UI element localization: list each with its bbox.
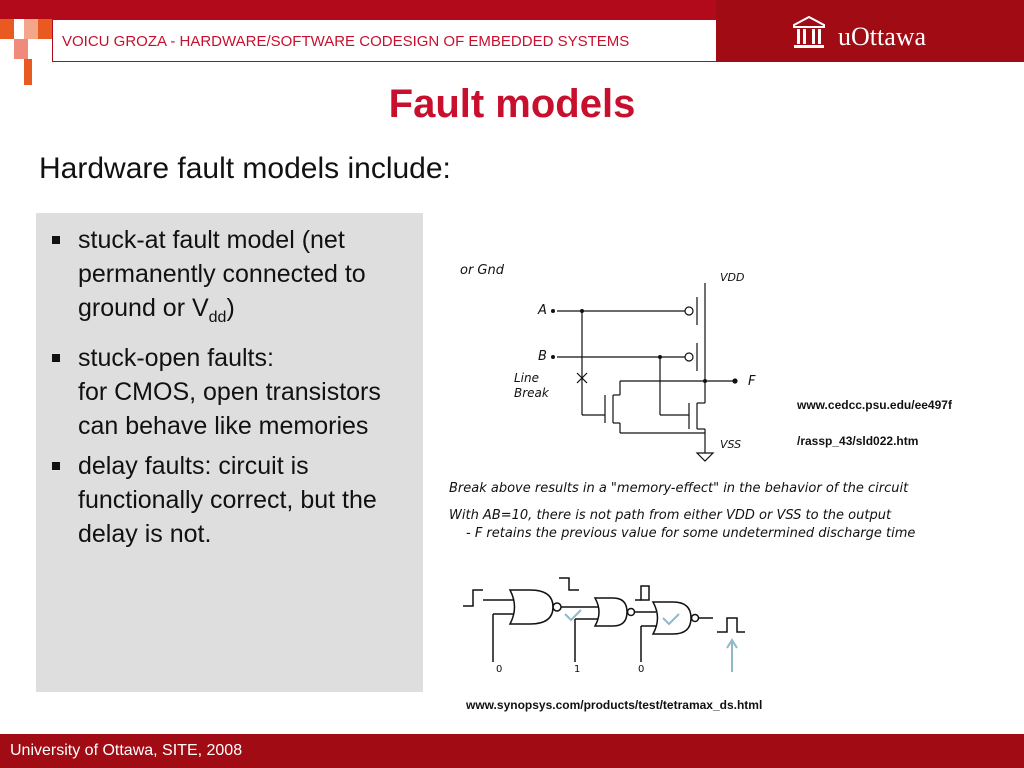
bullet-item: stuck-at fault model (net permanently co… xyxy=(48,223,418,335)
bullet-subscript: dd xyxy=(208,309,227,326)
bullet-item: delay faults: circuit is functionally co… xyxy=(48,449,418,551)
university-building-icon xyxy=(793,15,825,48)
gate-input-value: 0 xyxy=(638,664,645,675)
source-url: www.synopsys.com/products/test/tetramax_… xyxy=(466,698,763,712)
line-break-label: Break xyxy=(514,386,549,400)
source-url: /rassp_43/sld022.htm xyxy=(797,434,919,448)
line-break-label: Line xyxy=(514,371,540,385)
bullet-list: stuck-at fault model (net permanently co… xyxy=(48,223,418,557)
decor-square xyxy=(14,39,28,59)
logo-text: uOttawa xyxy=(838,22,927,51)
output-f-label: F xyxy=(748,374,756,389)
footer-band xyxy=(0,734,1024,768)
vss-label: VSS xyxy=(720,438,742,451)
circuit-note: - F retains the previous value for some … xyxy=(466,526,916,541)
vdd-label: VDD xyxy=(720,271,745,284)
header-band xyxy=(52,19,716,62)
circuit-note: Break above results in a "memory-effect"… xyxy=(449,481,909,496)
decor-square xyxy=(24,59,32,85)
circuit-note: With AB=10, there is not path from eithe… xyxy=(449,508,892,523)
gate-chain-diagram xyxy=(463,577,745,672)
bullet-text: for CMOS, open transistors can behave li… xyxy=(78,378,381,440)
bullet-square-icon xyxy=(52,236,60,244)
bullet-square-icon xyxy=(52,354,60,362)
decor-square xyxy=(0,19,14,39)
bullet-item: stuck-open faults: for CMOS, open transis… xyxy=(48,341,418,443)
bullet-text: delay faults: circuit is functionally co… xyxy=(78,452,377,548)
decor-square xyxy=(24,19,38,39)
circuit-fragment-label: or Gnd xyxy=(460,263,504,278)
source-url: www.cedcc.psu.edu/ee497f xyxy=(797,398,952,412)
gate-input-value: 1 xyxy=(574,664,581,675)
input-b-label: B xyxy=(538,349,547,364)
cmos-circuit-diagram xyxy=(551,283,738,462)
gate-input-value: 0 xyxy=(496,664,503,675)
bullet-text: stuck-at fault model (net permanently co… xyxy=(78,226,366,322)
bullet-text-end: ) xyxy=(226,294,235,322)
bullet-square-icon xyxy=(52,462,60,470)
bullet-text: stuck-open faults: xyxy=(78,344,274,372)
slide-title: Fault models xyxy=(388,82,636,126)
footer-text: University of Ottawa, SITE, 2008 xyxy=(10,742,243,759)
slide-subtitle: Hardware fault models include: xyxy=(39,152,451,185)
decor-square xyxy=(38,19,52,39)
logo-block xyxy=(716,0,1024,62)
bullet-panel: stuck-at fault model (net permanently co… xyxy=(36,213,423,692)
input-a-label: A xyxy=(538,303,547,318)
header-title: VOICU GROZA - HARDWARE/SOFTWARE CODESIGN… xyxy=(62,33,630,50)
